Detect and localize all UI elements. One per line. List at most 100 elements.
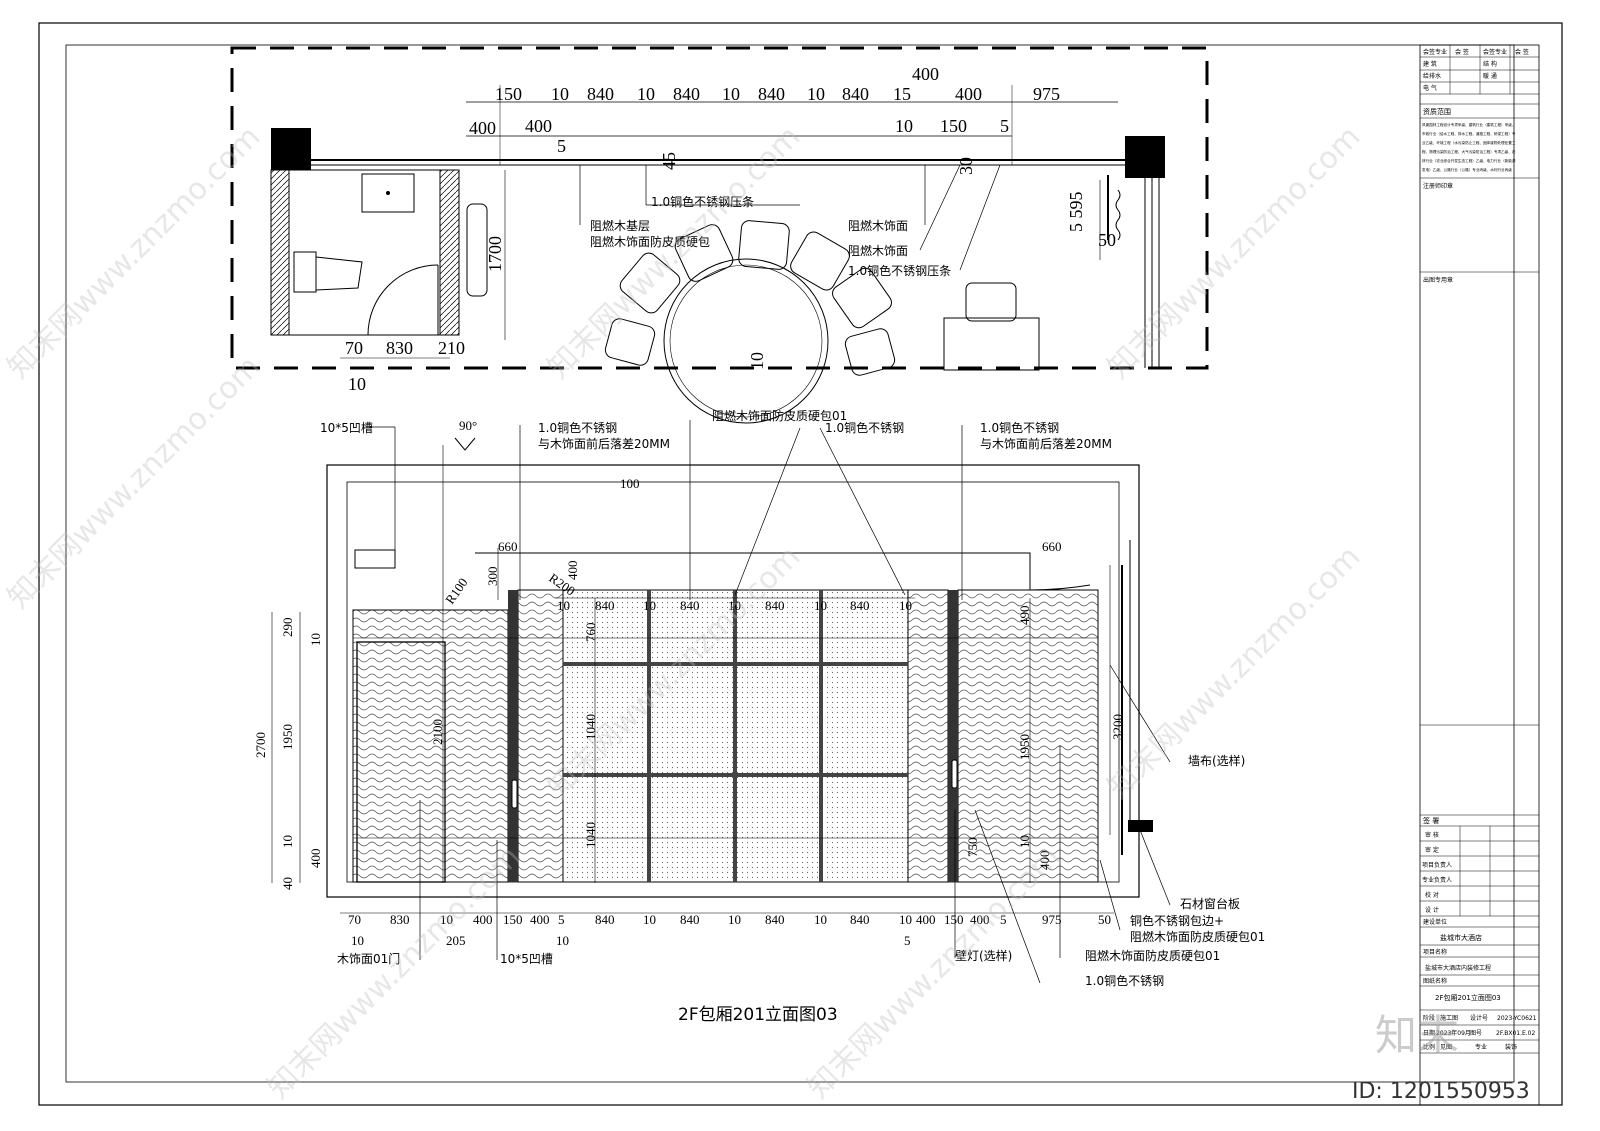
dim-text: 50 [1098, 912, 1111, 927]
tb-text: 电 气 [1423, 84, 1437, 92]
callout-label: 壁灯(选样) [955, 948, 1012, 963]
bench-icon [466, 203, 488, 297]
tb-text: 2F包厢201立面图03 [1435, 993, 1501, 1002]
dim-text: 10 [637, 84, 655, 104]
callout-label: 1.0铜色不锈钢压条 [848, 263, 951, 278]
dim-text: 40 [280, 877, 295, 890]
plan-view [230, 46, 1209, 424]
tb-text: 设计号 [1470, 1014, 1488, 1022]
dim-text: 490 [1017, 606, 1032, 626]
callout-label: 墙布(选样) [1188, 753, 1245, 768]
sheet-border [38, 22, 1563, 1106]
tb-text: 暖 通 [1483, 72, 1497, 80]
dim-text: 5 [1000, 912, 1007, 927]
tb-text: 出图专用章 [1423, 276, 1453, 284]
callout-label: 1.0铜色不锈钢 [538, 420, 617, 435]
column-right [1125, 136, 1165, 178]
dim-text: 400 [530, 912, 550, 927]
callout-label: 1.0铜色不锈钢 [825, 420, 904, 435]
dim-text: 760 [583, 623, 598, 643]
dim-text: 90° [459, 418, 477, 433]
tb-text: 日期 [1423, 1029, 1435, 1037]
tb-text: 校 对 [1425, 891, 1439, 899]
tb-text: 建设单位 [1423, 918, 1447, 926]
dining-chairs [604, 220, 896, 376]
tb-text: 审 核 [1425, 831, 1439, 839]
tb-text: 风景园林工程设计专项甲级、建筑行业（建筑工程）甲级、 [1422, 122, 1515, 127]
tb-text: 盐城市大酒店 [1440, 933, 1482, 942]
dim-text: 10 [814, 598, 827, 613]
dim-text: 10 [895, 116, 913, 136]
ac-unit-icon [354, 549, 396, 569]
tb-text: 注册师印章 [1423, 182, 1453, 190]
dim-text: 840 [765, 598, 785, 613]
tb-text: 市政行业（给水工程、排水工程、道路工程、桥梁工程）专 [1422, 131, 1516, 136]
dim-text: 840 [842, 84, 869, 104]
dim-text: 840 [850, 598, 870, 613]
dim-text: 10 [728, 598, 741, 613]
dim-text: 1040 [583, 822, 598, 848]
tb-text: 阶段 [1423, 1014, 1435, 1022]
tb-text: 资质范围 [1423, 107, 1451, 116]
dim-text: 660 [498, 539, 518, 554]
tb-text: 签 署 [1423, 816, 1439, 825]
dim-text: 5 [1000, 116, 1009, 136]
dim-text: 10 [899, 598, 912, 613]
dim-text: 840 [680, 598, 700, 613]
dim-text: 840 [680, 912, 700, 927]
dim-text: 10 [557, 598, 570, 613]
dim-text: 210 [438, 338, 465, 358]
wall-panel-left [352, 609, 509, 883]
dim-text: 70 [348, 912, 361, 927]
tb-text: 施工图 [1440, 1014, 1458, 1022]
dim-text: 10 [728, 912, 741, 927]
dim-text: 830 [390, 912, 410, 927]
dim-text: 150 [495, 84, 522, 104]
dim-text: 150 [503, 912, 523, 927]
tb-text: 审 定 [1425, 846, 1439, 854]
dim-text: 400 [912, 64, 939, 84]
dim-text: 5 595 [1066, 192, 1086, 233]
dim-text: 750 [965, 838, 980, 858]
dim-text: 10 [807, 84, 825, 104]
steel-strip-left [508, 590, 518, 882]
dim-text: 150 [940, 116, 967, 136]
dim-text: 205 [446, 933, 466, 948]
door-outline [356, 641, 446, 883]
title-block: 会签专业 会 签 会签专业 会 签 建 筑 结 构 给排水 暖 通 电 气 资质… [1419, 44, 1540, 1106]
watermark-text: 知末网www.znzmo.com [1, 349, 267, 615]
dim-text: 400 [970, 912, 990, 927]
dim-text: 100 [620, 476, 640, 491]
dim-text: 10 [351, 933, 364, 948]
dim-text: 400 [916, 912, 936, 927]
callout-label: 10*5凹槽 [500, 952, 553, 966]
dim-text: 10 [643, 912, 656, 927]
elevation-texts: 10*5凹槽 90° 1.0铜色不锈钢 与木饰面前后落差20MM 阻燃木饰面防皮… [253, 408, 1265, 1025]
elevation-dimlines [271, 445, 1114, 914]
toilet-icon [293, 251, 317, 293]
dim-text: 830 [386, 338, 413, 358]
side-table-icon [943, 317, 1040, 371]
plan-texts: 150 10 840 10 840 10 840 10 840 15 400 9… [345, 64, 1116, 394]
dim-text: 2100 [430, 719, 445, 745]
tb-text: 见图 [1440, 1044, 1452, 1051]
dim-text: 10 [1017, 835, 1032, 848]
watermark-logo: 知末 [1375, 1011, 1459, 1060]
stone-sill [1128, 820, 1153, 832]
callout-label: 石材窗台板 [1180, 896, 1240, 911]
dim-text: 15 [893, 84, 911, 104]
dim-text: 1700 [485, 236, 505, 272]
wall-left-hatch [270, 169, 290, 336]
tb-text: 发电）乙级、公路行业（公路）专业丙级、水利行业丙级 [1422, 167, 1512, 172]
dim-text: 400 [473, 912, 493, 927]
side-chair-icon [965, 282, 1017, 322]
plan-leaders [579, 164, 1001, 271]
dim-text: 400 [565, 561, 580, 581]
callout-label: 阻燃木饰面防皮质硬包01 [712, 408, 847, 423]
tb-text: 设 计 [1425, 906, 1439, 914]
dim-text: 840 [587, 84, 614, 104]
dim-text: 975 [1033, 84, 1060, 104]
tb-text: 会签专业 [1483, 48, 1507, 56]
inner-border [65, 44, 1515, 1083]
